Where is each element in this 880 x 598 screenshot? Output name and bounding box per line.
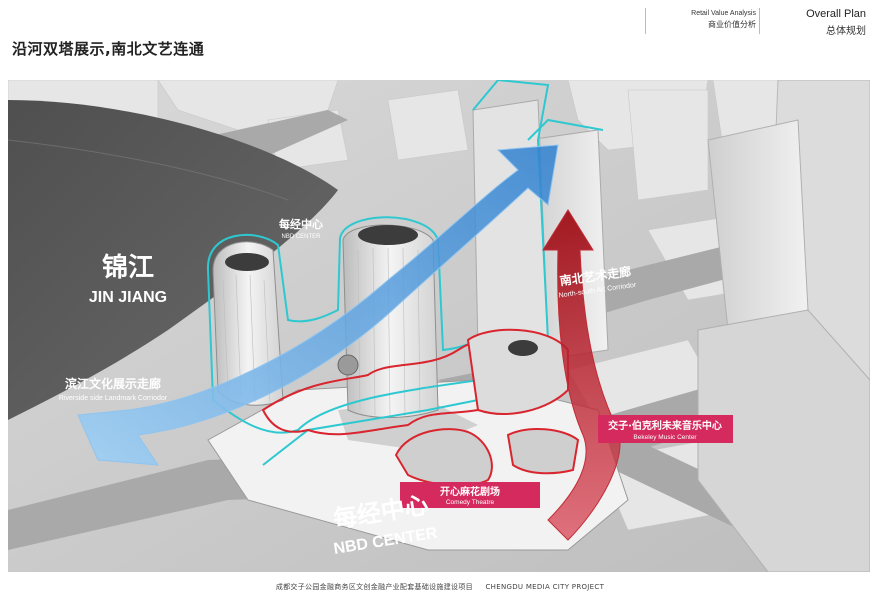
riverside-corridor-arrow xyxy=(77,144,559,466)
aerial-render: 锦江 JIN JIANG 每经中心 NBD CENTER 南北艺术走廊 Nort… xyxy=(8,80,870,572)
section-cn: 商业价值分析 xyxy=(708,20,756,29)
music-center-label-cn: 交子·伯克利未来音乐中心 xyxy=(608,419,722,432)
nbd-top-label-en: NBD CENTER xyxy=(281,234,321,240)
footer-cn: 成都交子公园金融商务区文创金融产业配套基础设施建设项目 xyxy=(275,583,473,591)
comedy-theatre-badge xyxy=(400,482,540,508)
aerial-render-svg: 锦江 JIN JIANG 每经中心 NBD CENTER 南北艺术走廊 Nort… xyxy=(8,80,870,572)
art-corridor-arrow xyxy=(542,209,621,541)
riverside-label-en: Riverside side Landmark Corriodor xyxy=(59,395,168,402)
comedy-theatre-label-en: Comedy Theatre xyxy=(446,499,495,506)
riverside-label-cn: 滨江文化展示走廊 xyxy=(65,376,161,391)
header-nav: Retail Value Analysis 商业价值分析 Overall Pla… xyxy=(640,8,880,37)
red-outline-block xyxy=(466,328,569,415)
footer: 成都交子公园金融商务区文创金融产业配套基础设施建设项目 CHENGDU MEDI… xyxy=(0,582,880,592)
plan-en: Overall Plan xyxy=(806,8,866,20)
nbd-top-label-cn: 每经中心 xyxy=(279,217,323,231)
cyan-outline-towers xyxy=(206,216,482,434)
river xyxy=(8,100,338,420)
tower-roof-left xyxy=(225,253,269,271)
section-tab-retail[interactable]: Retail Value Analysis 商业价值分析 xyxy=(645,8,762,34)
section-en: Retail Value Analysis xyxy=(691,10,756,17)
music-center-outline xyxy=(506,428,580,475)
cyan-outline-tower xyxy=(472,80,550,341)
section-tab-overall-plan[interactable]: Overall Plan 总体规划 xyxy=(759,8,872,37)
page-title: 沿河双塔展示,南北文艺连通 xyxy=(12,40,205,58)
music-center-label-en: Bekeley Music Center xyxy=(633,434,697,441)
river-label-en: JIN JIANG xyxy=(89,289,167,306)
tall-buildings-right xyxy=(472,80,870,572)
tower-roof-right xyxy=(358,225,418,245)
footer-en: CHENGDU MEDIA CITY PROJECT xyxy=(485,583,605,591)
river-label-cn: 锦江 xyxy=(102,252,154,283)
plan-cn: 总体规划 xyxy=(826,26,866,37)
music-center-badge xyxy=(598,415,733,443)
comedy-theatre-label-cn: 开心麻花剧场 xyxy=(440,485,500,498)
